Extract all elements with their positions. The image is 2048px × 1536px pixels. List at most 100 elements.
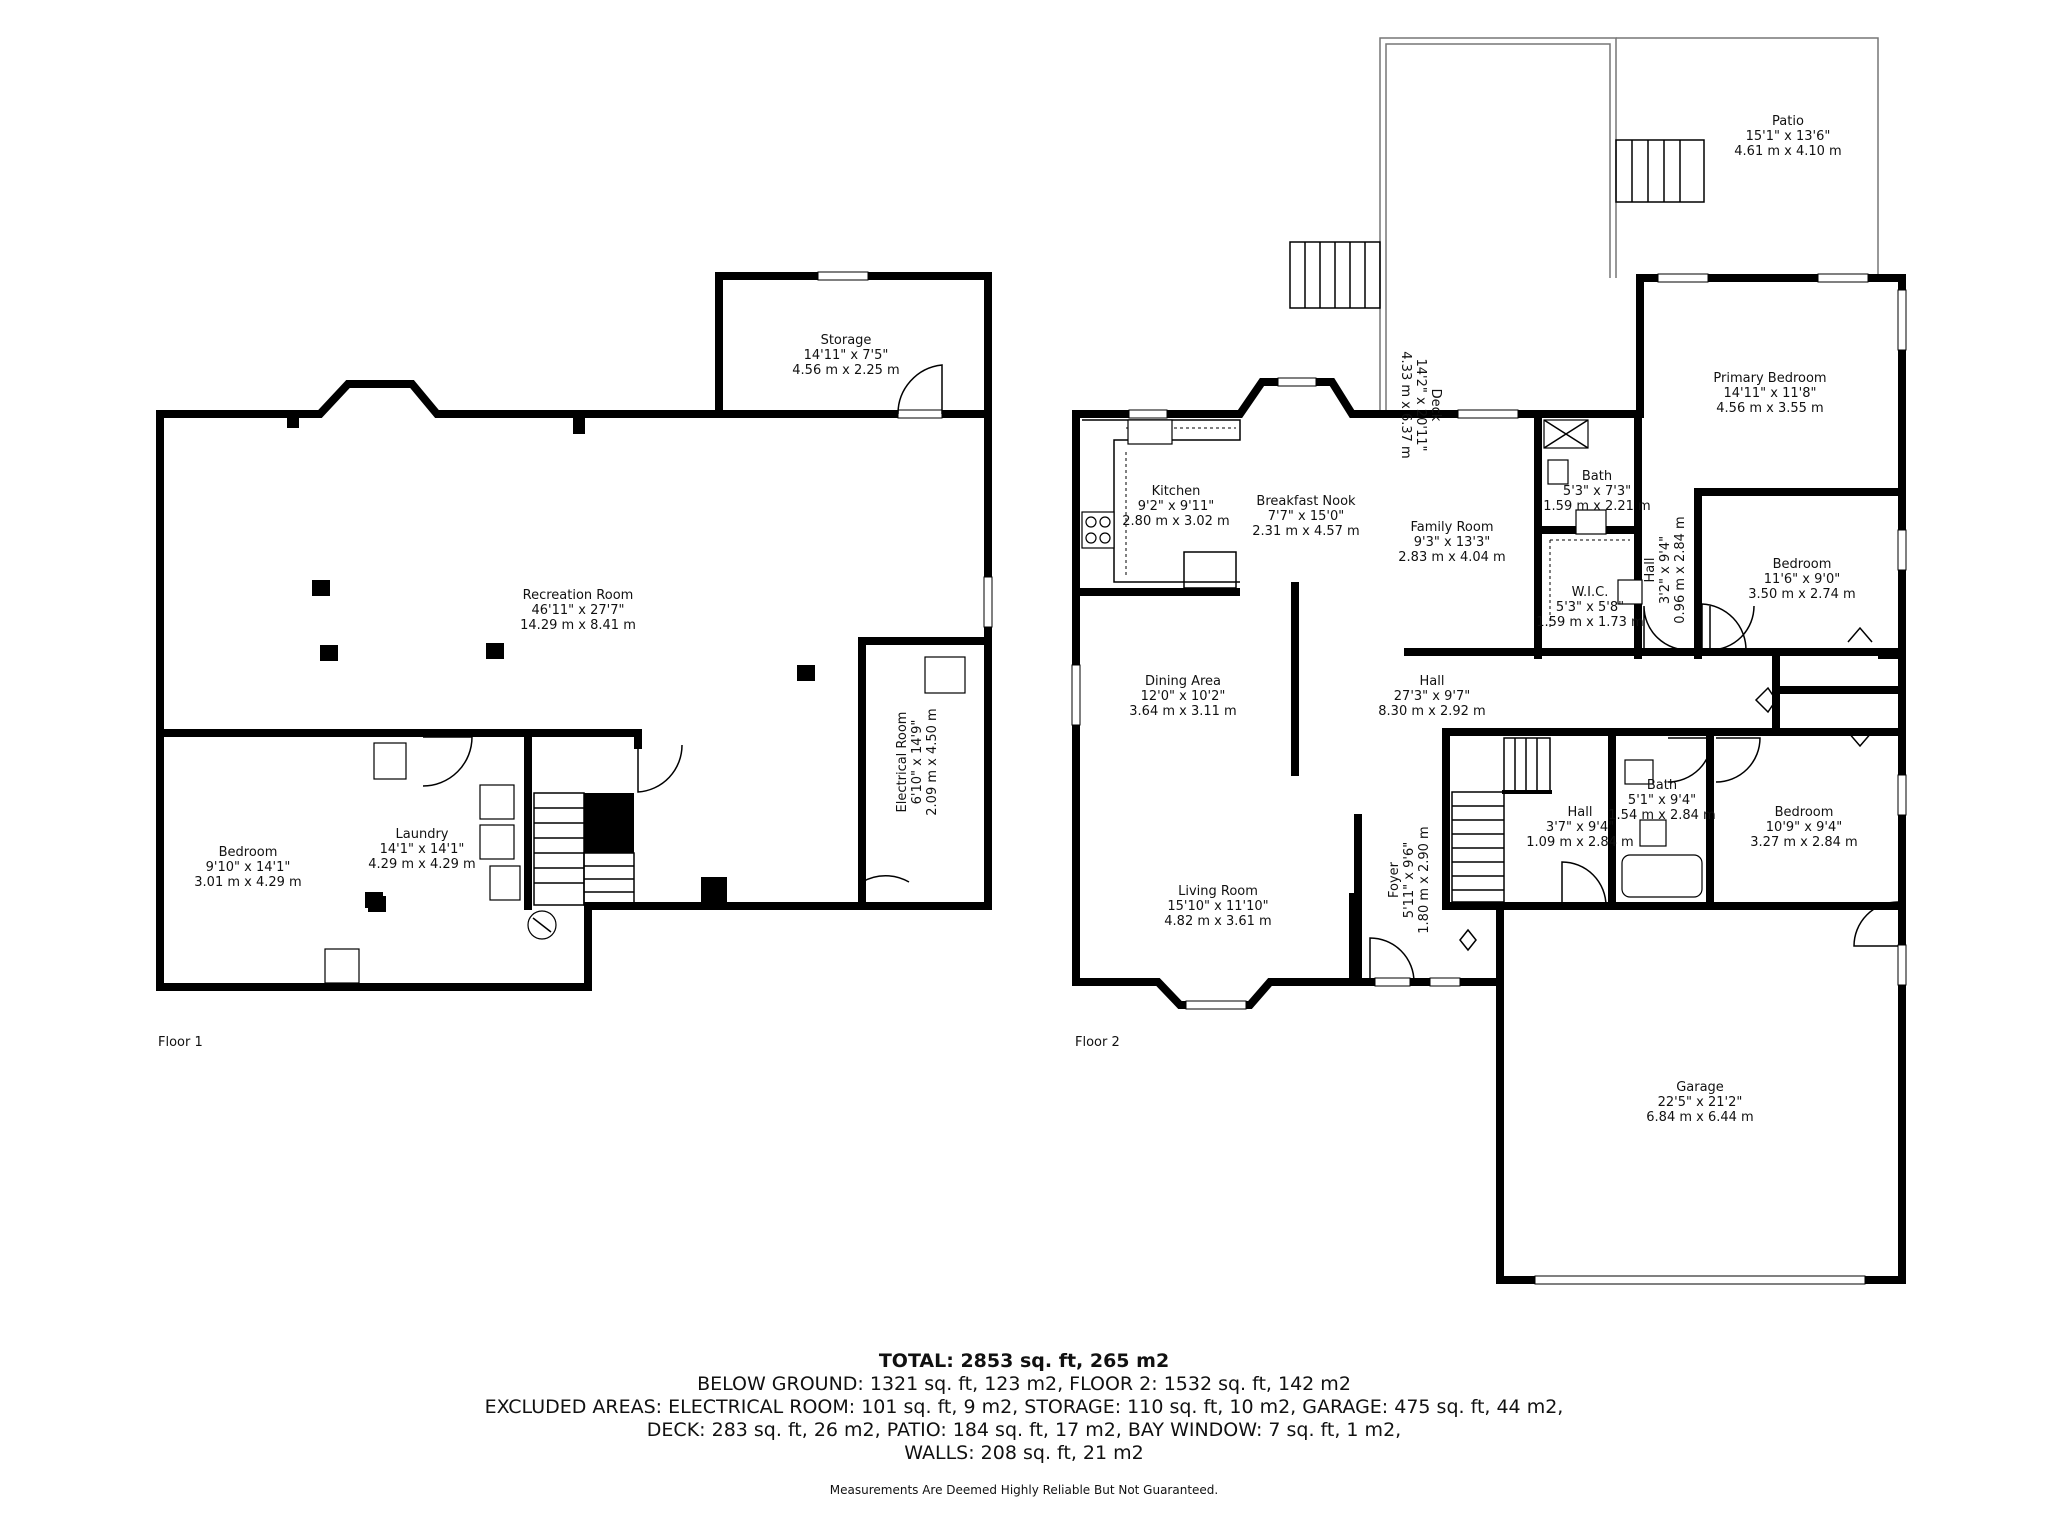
vanity: [1575, 509, 1607, 535]
door: [1701, 603, 1747, 651]
sink: [489, 865, 521, 901]
room-dim-imperial: 3'7" x 9'4": [1546, 820, 1614, 835]
room-dim-imperial: 10'9" x 9'4": [1766, 820, 1842, 835]
room-name: Foyer: [1387, 861, 1402, 898]
sink: [1127, 419, 1173, 445]
door: [637, 744, 683, 793]
bay-window: [1185, 1000, 1247, 1010]
room-dim-imperial: 15'10" x 11'10": [1167, 899, 1268, 914]
room-dim-imperial: 5'11" x 9'6": [1402, 842, 1417, 918]
furnace: [373, 742, 407, 780]
room-name: Deck: [1428, 389, 1443, 422]
patio-stairs: [1615, 139, 1705, 203]
room-name: Hall: [1568, 805, 1593, 820]
deck-outline: [1379, 37, 1617, 413]
room-name: Dining Area: [1145, 674, 1221, 689]
room-name: Bath: [1582, 469, 1612, 484]
bathtub: [1621, 854, 1703, 898]
floor-1-labels: Storage 14'11" x 7'5" 4.56 m x 2.25 m Re…: [158, 333, 940, 1050]
front-door: [1369, 937, 1415, 983]
svg-text:Storage: Storage: [821, 333, 872, 348]
room-name: Patio: [1772, 114, 1804, 129]
room-dim-imperial: 5'1" x 9'4": [1628, 793, 1696, 808]
sliding-door: [1457, 409, 1519, 419]
room-dim-metric: 3.01 m x 4.29 m: [194, 875, 301, 890]
electrical-room-wall: [858, 637, 992, 910]
room-dim-imperial: 22'5" x 21'2": [1658, 1095, 1743, 1110]
room-dim-imperial: 11'6" x 9'0": [1764, 572, 1840, 587]
stairs: [533, 792, 635, 906]
door: [1643, 605, 1691, 651]
deck-stairs: [1289, 241, 1381, 309]
room-dim-imperial: 46'11" x 27'7": [532, 603, 625, 618]
room-dim-metric: 4.82 m x 3.61 m: [1164, 914, 1271, 929]
room-dim-metric: 3.64 m x 3.11 m: [1129, 704, 1236, 719]
floor-2-labels: Patio 15'1" x 13'6" 4.61 m x 4.10 m Deck…: [1075, 114, 1858, 1125]
window: [983, 576, 993, 628]
floor-2-label: Floor 2: [1075, 1035, 1120, 1050]
room-dim-metric: 6.84 m x 6.44 m: [1646, 1110, 1753, 1125]
floor-1-outer-wall: [156, 272, 992, 991]
floor-1-label: Floor 1: [158, 1035, 203, 1050]
room-name: Electrical Room: [895, 712, 910, 813]
room-dim-metric: 4.29 m x 4.29 m: [368, 857, 475, 872]
kitchen-counters: [1081, 419, 1241, 589]
room-dim-metric: 3.27 m x 2.84 m: [1750, 835, 1857, 850]
window: [1128, 409, 1168, 419]
room-name: Primary Bedroom: [1713, 371, 1826, 386]
vanity: [1624, 759, 1654, 785]
room-name: Laundry: [396, 827, 449, 842]
room-dim-metric: 2.80 m x 3.02 m: [1122, 514, 1229, 529]
room-name: Bath: [1647, 778, 1677, 793]
room-name: Storage: [821, 333, 872, 348]
window: [817, 271, 869, 281]
door: [1561, 861, 1607, 907]
column: [701, 877, 727, 906]
water-heater: [324, 948, 360, 984]
room-dim-imperial: 7'7" x 15'0": [1268, 509, 1344, 524]
toilet: [1547, 459, 1569, 485]
room-name: Breakfast Nook: [1256, 494, 1356, 509]
room-name: Bedroom: [1773, 557, 1832, 572]
room-dim-imperial: 15'1" x 13'6": [1746, 129, 1831, 144]
door: [1853, 901, 1899, 947]
door: [1667, 737, 1713, 783]
column: [320, 645, 338, 661]
toilet: [1639, 819, 1667, 847]
door: [897, 364, 943, 415]
room-dim-metric: 2.09 m x 4.50 m: [925, 708, 940, 815]
patio-outline: [1616, 37, 1879, 278]
summary-line: EXCLUDED AREAS: ELECTRICAL ROOM: 101 sq.…: [484, 1396, 1564, 1418]
room-dim-imperial: 9'3" x 13'3": [1414, 535, 1490, 550]
room-dim-metric: 2.31 m x 4.57 m: [1252, 524, 1359, 539]
floor-1-plan: [156, 271, 993, 991]
room-dim-metric: 0.96 m x 2.84 m: [1673, 516, 1688, 623]
room-dim-metric: 2.83 m x 4.04 m: [1398, 550, 1505, 565]
room-dim-imperial: 14'2" x 20'11": [1413, 359, 1428, 452]
stove: [1081, 511, 1115, 549]
room-dim-metric: 14.29 m x 8.41 m: [520, 618, 636, 633]
door: [422, 736, 473, 787]
room-dim-metric: 8.30 m x 2.92 m: [1378, 704, 1485, 719]
room-dim-metric: 1.59 m x 1.73 m: [1536, 615, 1643, 630]
door: [1709, 605, 1755, 651]
door: [1715, 737, 1761, 783]
room-name: Kitchen: [1152, 484, 1201, 499]
room-name: Hall: [1643, 558, 1658, 583]
washer: [479, 784, 515, 820]
room-dim-imperial: 14'11" x 11'8": [1724, 386, 1817, 401]
room-dim-metric: 4.56 m x 2.25 m: [792, 363, 899, 378]
room-dim-metric: 1.54 m x 2.84 m: [1608, 808, 1715, 823]
disclaimer: Measurements Are Deemed Highly Reliable …: [829, 1483, 1219, 1497]
area-summary: TOTAL: 2853 sq. ft, 265 m2 BELOW GROUND:…: [0, 1350, 2048, 1497]
room-name: Bedroom: [219, 845, 278, 860]
room-name: Family Room: [1411, 520, 1494, 535]
room-name: W.I.C.: [1572, 585, 1609, 600]
electrical-box: [924, 656, 966, 694]
room-name: Recreation Room: [523, 588, 634, 603]
summary-line: BELOW GROUND: 1321 sq. ft, 123 m2, FLOOR…: [697, 1373, 1351, 1395]
room-dim-metric: 1.09 m x 2.84 m: [1526, 835, 1633, 850]
room-dim-imperial: 14'11" x 7'5": [804, 348, 889, 363]
room-dim-imperial: 14'1" x 14'1": [380, 842, 465, 857]
